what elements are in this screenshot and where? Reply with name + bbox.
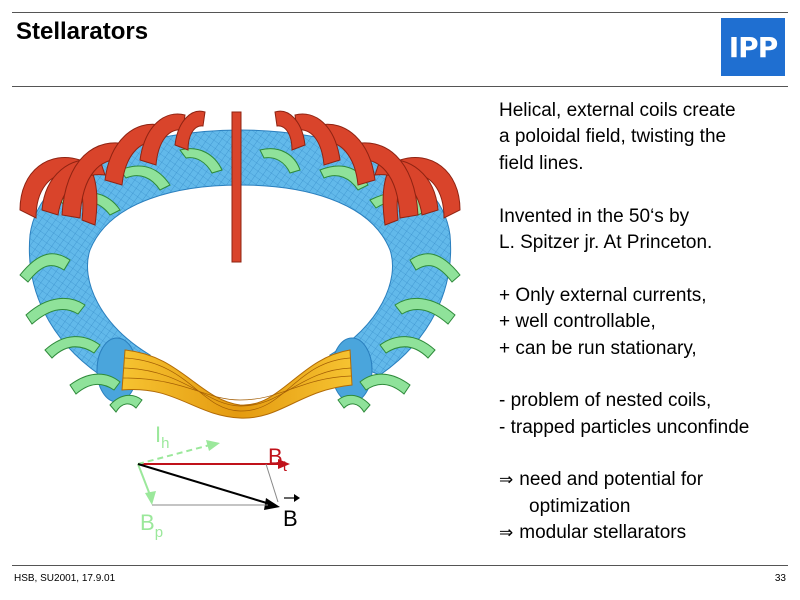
text-line: - problem of nested coils,: [499, 388, 795, 414]
bp-label: Bp: [140, 510, 163, 541]
b-label: B: [283, 506, 298, 531]
text-line-content: field lines.: [499, 152, 584, 174]
ipp-logo: IPP: [721, 18, 785, 76]
text-line-content: modular stellarators: [519, 522, 687, 544]
text-line: Helical, external coils create: [499, 98, 795, 124]
bt-label: Bt: [268, 444, 288, 475]
text-line: [499, 177, 795, 203]
text-line: [499, 256, 795, 282]
text-line: Invented in the 50‘s by: [499, 204, 795, 230]
text-line-content: + well controllable,: [499, 311, 656, 333]
slide-title: Stellarators: [16, 18, 149, 45]
text-line: + well controllable,: [499, 309, 795, 335]
text-line-content: - trapped particles unconfinde: [499, 416, 750, 438]
text-line: - trapped particles unconfinde: [499, 415, 795, 441]
text-line: ⇒need and potential for: [499, 467, 795, 493]
footer-left: HSB, SU2001, 17.9.01: [14, 573, 116, 584]
text-line: [499, 441, 795, 467]
text-line: ⇒modular stellarators: [499, 520, 795, 546]
toroidal-coils: [19, 110, 461, 263]
text-line-content: Helical, external coils create: [499, 100, 736, 121]
text-line-content: + can be run stationary,: [499, 337, 697, 359]
footer-rule: [12, 565, 788, 566]
top-rule: [12, 12, 788, 13]
implies-arrow-icon: ⇒: [499, 523, 514, 544]
text-line: + can be run stationary,: [499, 336, 795, 362]
stellarator-figure: Ih Bt B Bp: [19, 110, 461, 541]
text-line-content: need and potential for: [519, 469, 704, 491]
slide-text: Helical, external coils create a poloidal…: [499, 98, 795, 547]
text-line-content: - problem of nested coils,: [499, 390, 712, 412]
implies-arrow-icon: ⇒: [499, 470, 514, 491]
text-line: + Only external currents,: [499, 283, 795, 309]
text-line-content: Invented in the 50‘s by: [499, 205, 690, 227]
text-line-content: + Only external currents,: [499, 284, 707, 306]
text-line-content: optimization: [529, 495, 631, 517]
text-line: a poloidal field, twisting the: [499, 124, 795, 150]
text-line: [499, 362, 795, 388]
text-line: field lines.: [499, 151, 795, 177]
title-rule: [12, 86, 788, 87]
vector-diagram: Ih Bt B Bp: [137, 422, 300, 541]
field-line-bundle: [121, 349, 353, 419]
text-line-content: L. Spitzer jr. At Princeton.: [499, 231, 713, 253]
text-line: L. Spitzer jr. At Princeton.: [499, 230, 795, 256]
page-number: 33: [774, 573, 786, 584]
text-line: optimization: [499, 494, 795, 520]
text-line-content: a poloidal field, twisting the: [499, 126, 727, 148]
ih-label: Ih: [155, 422, 169, 452]
